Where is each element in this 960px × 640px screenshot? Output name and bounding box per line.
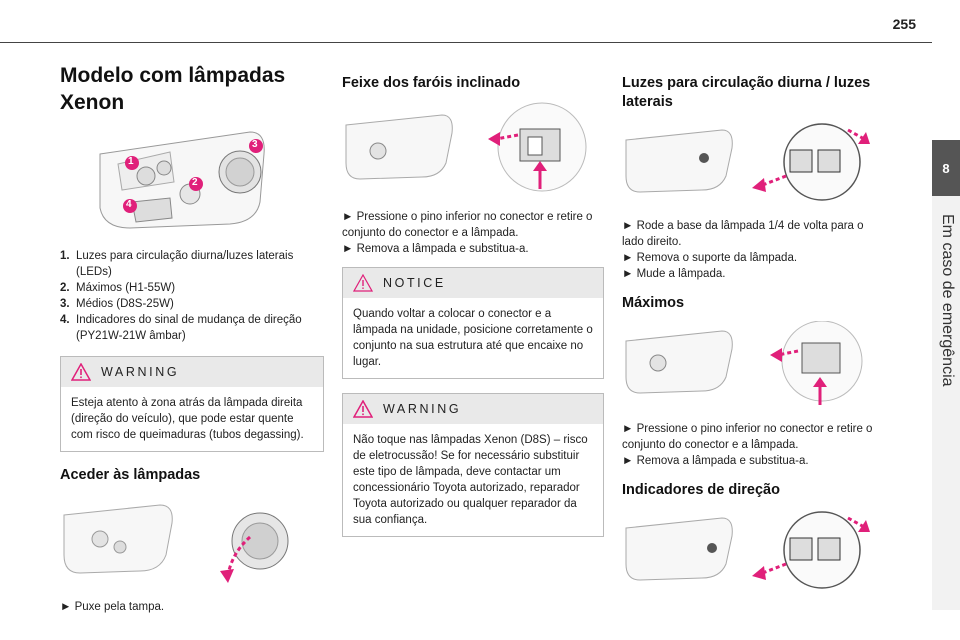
callout-4-marker [123, 199, 137, 213]
drl-step-1: ► Rode a base da lâmpada 1/4 de volta pa… [622, 220, 864, 248]
turn-signal-illustration [622, 508, 884, 592]
subsection-title-turn-signals: Indicadores de direção [622, 482, 780, 498]
legend-item: 2.Máximos (H1-55W) [60, 282, 176, 294]
warning-icon [71, 363, 91, 381]
legend-item: 1.Luzes para circulação diurna/luzes lat… [60, 250, 294, 278]
bulb-legend: 1.Luzes para circulação diurna/luzes lat… [60, 248, 324, 344]
notice-label: NOTICE [383, 276, 446, 290]
chapter-title: Em caso de emergência [939, 214, 956, 387]
callout-2: 2 [192, 177, 198, 188]
column-2: Feixe dos faróis inclinado ► Pressione o… [342, 62, 604, 551]
warning-box: WARNING Esteja atento à zona atrás da lâ… [60, 356, 324, 452]
callout-1-marker [125, 156, 139, 170]
warning-text: Esteja atento à zona atrás da lâmpada di… [71, 397, 304, 441]
subsection-title-high-beam: Máximos [622, 295, 685, 311]
chapter-tab-bar [932, 140, 960, 610]
headlamp-illustration: 1 2 3 4 [60, 124, 324, 234]
high-beam-step-2: ► Remova a lâmpada e substitua-a. [622, 455, 809, 467]
chapter-number-tab[interactable]: 8 [932, 140, 960, 196]
drl-step-2: ► Remova o suporte da lâmpada. [622, 252, 798, 264]
callout-3: 3 [252, 139, 258, 150]
page-number: 255 [892, 16, 916, 32]
access-step: ► Puxe pela tampa. [60, 601, 165, 613]
notice-text: Quando voltar a colocar o conector e a l… [353, 308, 593, 368]
notice-box: NOTICE Quando voltar a colocar o conecto… [342, 267, 604, 379]
column-3: Luzes para circulação diurna / luzes lat… [622, 62, 884, 606]
drl-illustration [622, 120, 884, 204]
header-rule [0, 42, 932, 43]
warning-text: Não toque nas lâmpadas Xenon (D8S) – ris… [353, 434, 588, 526]
warning-icon [353, 400, 373, 418]
legend-item: 3.Médios (D8S-25W) [60, 298, 174, 310]
high-beam-step-1: ► Pressione o pino inferior no conector … [622, 423, 873, 451]
warning-label: WARNING [101, 365, 180, 379]
low-beam-illustration [342, 101, 604, 195]
drl-step-3: ► Mude a lâmpada. [622, 268, 726, 280]
callout-2-marker [189, 177, 203, 191]
notice-icon [353, 274, 373, 292]
section-title-drl: Luzes para circulação diurna / luzes lat… [622, 75, 871, 110]
warning-label: WARNING [383, 402, 462, 416]
legend-item: 4.Indicadores do sinal de mudança de dir… [60, 314, 302, 342]
callout-4: 4 [126, 199, 132, 210]
callout-1: 1 [128, 156, 134, 167]
subsection-title-access: Aceder às lâmpadas [60, 467, 201, 483]
low-beam-step-1: ► Pressione o pino inferior no conector … [342, 211, 593, 239]
warning-box-xenon: WARNING Não toque nas lâmpadas Xenon (D8… [342, 393, 604, 537]
access-illustration [60, 493, 324, 585]
column-1: Modelo com lâmpadas Xenon 1 2 3 4 1.Luze… [60, 62, 324, 615]
section-title-low-beam: Feixe dos faróis inclinado [342, 75, 521, 91]
section-title-xenon: Modelo com lâmpadas Xenon [60, 64, 286, 114]
low-beam-step-2: ► Remova a lâmpada e substitua-a. [342, 243, 529, 255]
high-beam-illustration [622, 321, 884, 407]
callout-3-marker [249, 139, 263, 153]
